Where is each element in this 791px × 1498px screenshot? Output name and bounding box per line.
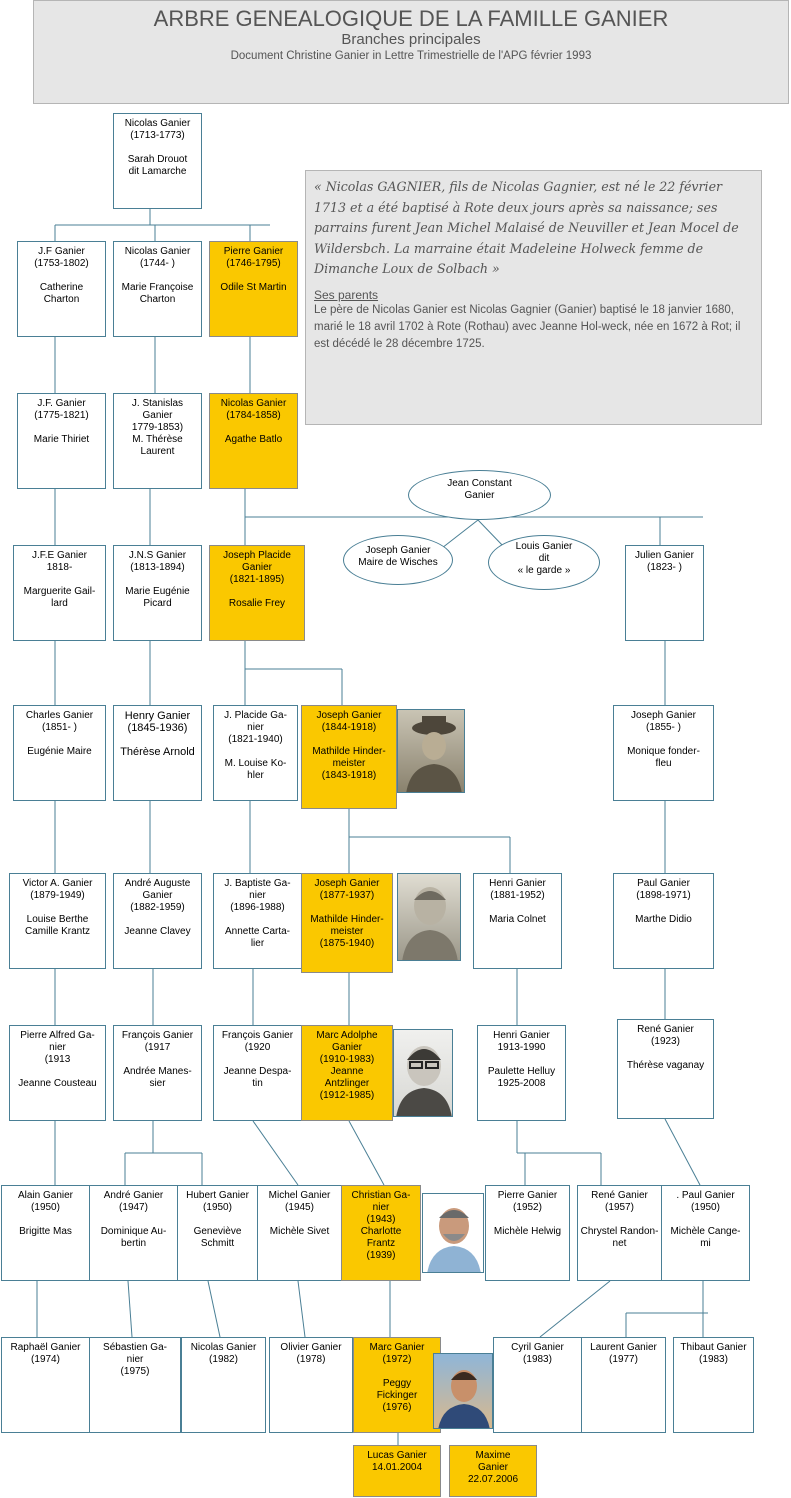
person-box: René Ganier (1957) Chrystel Randon- net [577,1185,662,1281]
person-box: . Paul Ganier (1950) Michèle Cange- mi [661,1185,750,1281]
person-box-highlighted: Pierre Ganier (1746-1795) Odile St Marti… [209,241,298,337]
person-box: François Ganier (1920 Jeanne Despa- tin [213,1025,302,1121]
portrait-icon [402,887,458,960]
person-box: André Ganier (1947) Dominique Au- bertin [89,1185,178,1281]
person-box: Charles Ganier (1851- ) Eugénie Maire [13,705,106,801]
portrait-icon [406,716,462,792]
ellipse-jean-constant: Jean Constant Ganier [408,470,551,520]
person-box: Joseph Ganier (1855- ) Monique fonder- f… [613,705,714,801]
person-box: Henry Ganier (1845-1936) Thérèse Arnold [113,705,202,801]
quote-panel: « Nicolas GAGNIER, fils de Nicolas Gagni… [305,170,762,425]
person-box: J. Baptiste Ga- nier (1896-1988) Annette… [213,873,302,969]
person-box: François Ganier (1917 Andrée Manes- sier [113,1025,202,1121]
person-box-highlighted: Maxime Ganier 22.07.2006 [449,1445,537,1497]
baptism-quote: « Nicolas GAGNIER, fils de Nicolas Gagni… [314,179,739,276]
ellipse-louis: Louis Ganier dit « le garde » [488,535,600,590]
person-box-highlighted: Marc Adolphe Ganier (1910-1983) Jeanne A… [301,1025,393,1121]
person-box: Nicolas Ganier (1713-1773) Sarah Drouot … [113,113,202,209]
person-box: J. Stanislas Ganier 1779-1853) M. Thérès… [113,393,202,489]
person-box-highlighted: Marc Ganier (1972) Peggy Fickinger (1976… [353,1337,441,1433]
person-box: J.F. Ganier (1775-1821) Marie Thiriet [17,393,106,489]
person-box-highlighted: Joseph Ganier (1844-1918) Mathilde Hinde… [301,705,397,809]
parents-text: Le père de Nicolas Ganier est Nicolas Ga… [314,303,741,350]
header: ARBRE GENEALOGIQUE DE LA FAMILLE GANIER … [33,0,789,104]
portrait-icon [396,1046,452,1116]
ellipse-joseph-wisches: Joseph Ganier Maire de Wisches [343,535,453,585]
person-box-highlighted: Christian Ga- nier (1943) Charlotte Fran… [341,1185,421,1281]
portrait-icon [438,1370,490,1428]
person-box: Nicolas Ganier (1982) [181,1337,266,1433]
person-box: Cyril Ganier (1983) [493,1337,582,1433]
portrait-photo [397,709,465,793]
person-box: Henri Ganier (1881-1952) Maria Colnet [473,873,562,969]
person-box: Paul Ganier (1898-1971) Marthe Didio [613,873,714,969]
person-box: Pierre Alfred Ga- nier (1913 Jeanne Cous… [9,1025,106,1121]
parents-title: Ses parents [314,287,379,302]
page-subtitle: Branches principales [341,31,481,48]
person-box: Alain Ganier (1950) Brigitte Mas [1,1185,90,1281]
person-box-highlighted: Lucas Ganier 14.01.2004 [353,1445,441,1497]
person-box-highlighted: Nicolas Ganier (1784-1858) Agathe Batlo [209,393,298,489]
person-box: Sébastien Ga- nier (1975) [89,1337,181,1433]
source-note: Document Christine Ganier in Lettre Trim… [230,50,592,62]
person-box: Pierre Ganier (1952) Michèle Helwig [485,1185,570,1281]
person-box: Victor A. Ganier (1879-1949) Louise Bert… [9,873,106,969]
portrait-photo [422,1193,484,1273]
person-box: J.N.S Ganier (1813-1894) Marie Eugénie P… [113,545,202,641]
page-title: ARBRE GENEALOGIQUE DE LA FAMILLE GANIER [153,6,669,31]
person-box: J.F.E Ganier 1818- Marguerite Gail- lard [13,545,106,641]
person-box: Laurent Ganier (1977) [581,1337,666,1433]
person-box: Thibaut Ganier (1983) [673,1337,754,1433]
person-box: Raphaël Ganier (1974) [1,1337,90,1433]
person-box: J.F Ganier (1753-1802) Catherine Charton [17,241,106,337]
person-box: Nicolas Ganier (1744- ) Marie Françoise … [113,241,202,337]
person-box: Michel Ganier (1945) Michèle Sivet [257,1185,342,1281]
person-box: Henri Ganier 1913-1990 Paulette Helluy 1… [477,1025,566,1121]
portrait-photo [433,1353,493,1429]
person-box: J. Placide Ga- nier (1821-1940) M. Louis… [213,705,298,801]
person-box: Olivier Ganier (1978) [269,1337,353,1433]
person-box-highlighted: Joseph Placide Ganier (1821-1895) Rosali… [209,545,305,641]
person-box: René Ganier (1923) Thérèse vaganay [617,1019,714,1119]
person-box: Julien Ganier (1823- ) [625,545,704,641]
portrait-photo [397,873,461,961]
portrait-photo [393,1029,453,1117]
person-box: Hubert Ganier (1950) Geneviève Schmitt [177,1185,258,1281]
person-box-highlighted: Joseph Ganier (1877-1937) Mathilde Hinde… [301,873,393,973]
portrait-icon [427,1208,481,1272]
person-box: André Auguste Ganier (1882-1959) Jeanne … [113,873,202,969]
